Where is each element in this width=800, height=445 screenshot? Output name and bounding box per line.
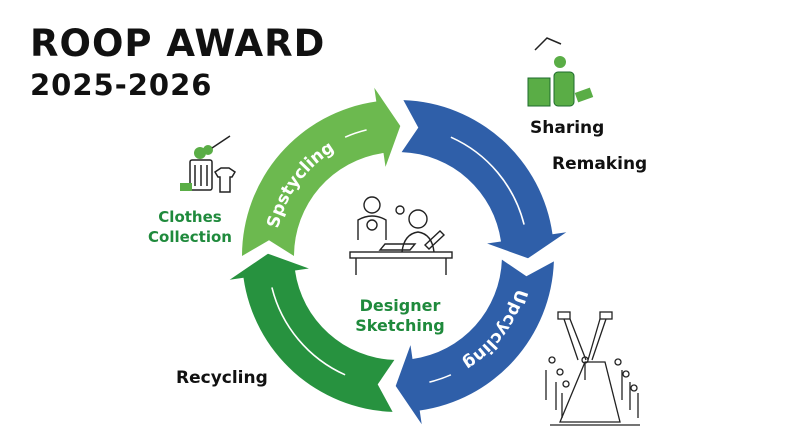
clothes-collection-line1: Clothes	[158, 208, 222, 226]
award-year: 2025-2026	[30, 68, 213, 102]
clothes-collection-line2: Collection	[148, 228, 232, 246]
arc-upcycling	[395, 259, 554, 425]
remaking-label: Remaking	[552, 154, 648, 174]
arc-spstycling	[242, 87, 401, 256]
sharing-bags-icon	[527, 37, 594, 107]
clothes-collection-label: Clothes Collection	[140, 207, 240, 247]
award-title: ROOP AWARD	[30, 22, 326, 65]
arc-recycling-arc	[229, 253, 395, 412]
arc-arrow-line	[450, 136, 525, 225]
recycling-label: Recycling	[176, 368, 268, 388]
arc-arrow-line	[344, 129, 367, 138]
fashion-runway-icon	[545, 311, 640, 426]
sharing-label: Sharing	[530, 118, 605, 138]
designer-label-line1: Designer	[359, 296, 441, 315]
arc-arrow-line	[271, 287, 346, 376]
designer-label-line2: Sketching	[355, 316, 445, 335]
arc-arrow-line	[429, 374, 452, 383]
designer-sketching-label: Designer Sketching	[340, 296, 460, 336]
clothes-bin-icon	[180, 135, 237, 193]
designer-sketching-icon	[349, 196, 453, 275]
arc-remaking-arc	[401, 100, 567, 259]
